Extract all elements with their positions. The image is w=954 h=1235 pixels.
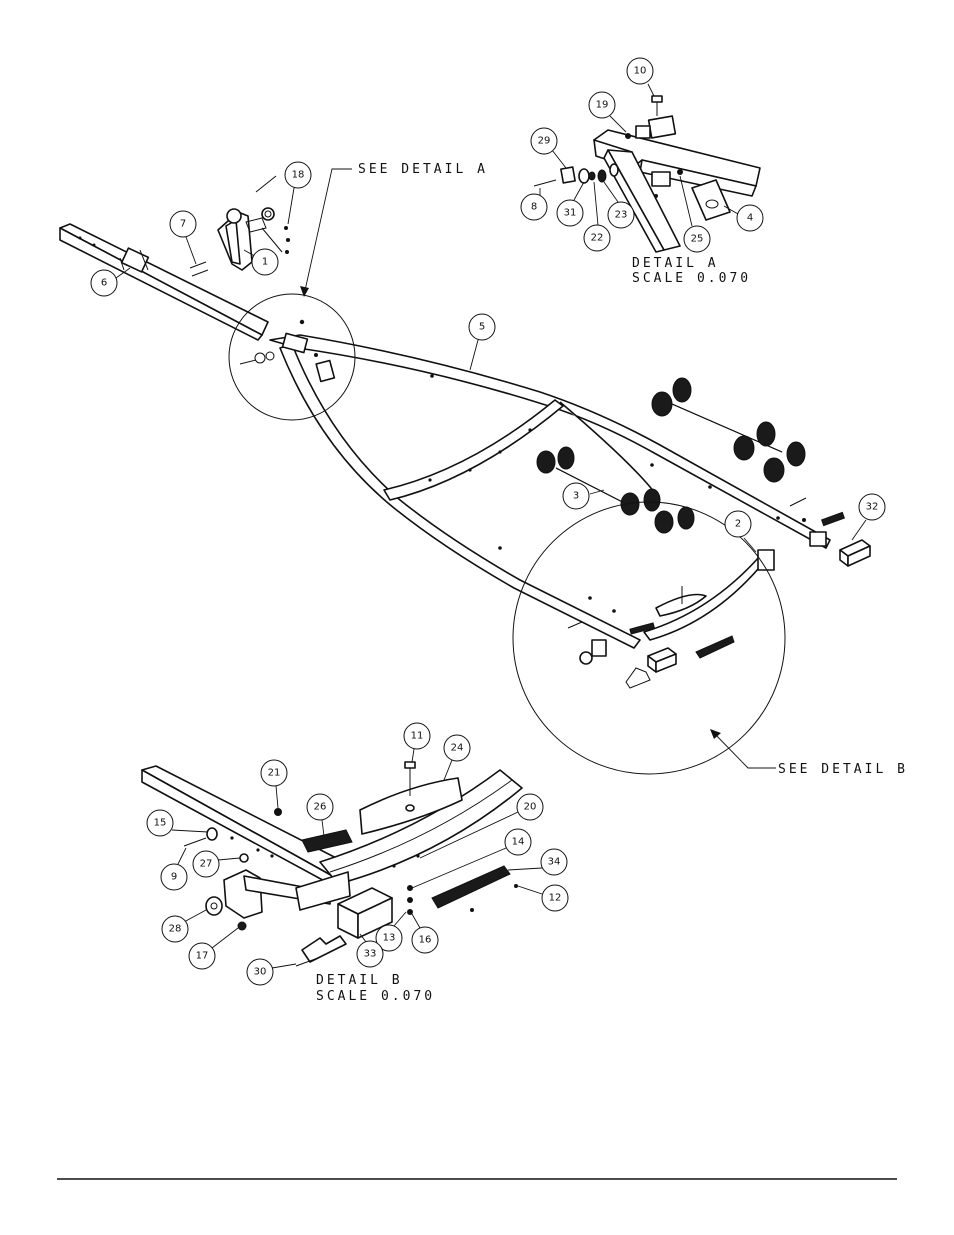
callout-10: 10 bbox=[626, 57, 655, 97]
callout-5: 5 bbox=[468, 313, 496, 371]
svg-text:26: 26 bbox=[314, 802, 327, 813]
callout-25: 25 bbox=[679, 175, 711, 253]
roller-axle-rear bbox=[651, 377, 806, 483]
see-detail-b-label: SEE DETAIL B bbox=[778, 762, 908, 777]
svg-text:20: 20 bbox=[524, 802, 537, 813]
callout-3: 3 bbox=[562, 482, 605, 510]
callout-13: 13 bbox=[375, 911, 407, 952]
detail-b-title: DETAIL B bbox=[316, 973, 403, 988]
callout-6: 6 bbox=[90, 267, 131, 297]
callout-20: 20 bbox=[419, 793, 544, 859]
callout-11: 11 bbox=[403, 722, 431, 763]
svg-text:17: 17 bbox=[196, 951, 209, 962]
svg-text:15: 15 bbox=[154, 818, 167, 829]
svg-text:3: 3 bbox=[573, 491, 579, 502]
see-detail-b-leader: SEE DETAIL B bbox=[710, 729, 908, 777]
callout-14: 14 bbox=[411, 828, 532, 889]
callout-30: 30 bbox=[246, 958, 297, 986]
callout-31: 31 bbox=[556, 181, 585, 227]
svg-text:29: 29 bbox=[538, 136, 551, 147]
callout-24: 24 bbox=[443, 734, 471, 781]
svg-text:11: 11 bbox=[411, 731, 424, 742]
svg-text:14: 14 bbox=[512, 837, 525, 848]
svg-text:30: 30 bbox=[254, 967, 267, 978]
detail-a-scale: SCALE 0.070 bbox=[632, 271, 751, 286]
callout-19: 19 bbox=[588, 91, 627, 133]
detail-b-drawing bbox=[141, 761, 523, 967]
svg-text:1: 1 bbox=[262, 257, 268, 268]
svg-text:7: 7 bbox=[180, 219, 186, 230]
detail-b-scale: SCALE 0.070 bbox=[316, 989, 435, 1004]
svg-text:8: 8 bbox=[531, 202, 537, 213]
svg-text:27: 27 bbox=[200, 859, 213, 870]
svg-text:23: 23 bbox=[615, 210, 628, 221]
callout-16: 16 bbox=[411, 913, 439, 954]
rear-right-hardware bbox=[789, 497, 871, 567]
svg-text:34: 34 bbox=[548, 857, 561, 868]
see-detail-a-label: SEE DETAIL A bbox=[358, 162, 488, 177]
detail-a-circle bbox=[228, 293, 356, 421]
callout-34: 34 bbox=[507, 848, 568, 876]
svg-text:21: 21 bbox=[268, 768, 281, 779]
callout-2: 2 bbox=[724, 510, 757, 553]
tongue-tube bbox=[59, 223, 269, 341]
svg-text:16: 16 bbox=[419, 935, 432, 946]
svg-text:2: 2 bbox=[735, 519, 741, 530]
callout-1: 1 bbox=[243, 248, 279, 276]
callout-9: 9 bbox=[160, 847, 188, 891]
rear-bunk bbox=[567, 549, 775, 689]
svg-text:10: 10 bbox=[634, 66, 647, 77]
callout-22: 22 bbox=[583, 181, 611, 252]
detail-a-title: DETAIL A bbox=[632, 256, 719, 271]
svg-text:28: 28 bbox=[169, 924, 182, 935]
svg-text:5: 5 bbox=[479, 322, 485, 333]
callout-7: 7 bbox=[169, 210, 197, 265]
callout-15: 15 bbox=[146, 809, 209, 837]
callout-18: 18 bbox=[284, 161, 312, 225]
svg-text:25: 25 bbox=[691, 234, 704, 245]
svg-text:13: 13 bbox=[383, 933, 396, 944]
callout-17: 17 bbox=[188, 927, 239, 970]
callout-4: 4 bbox=[723, 204, 764, 232]
svg-text:33: 33 bbox=[364, 949, 377, 960]
svg-text:19: 19 bbox=[596, 100, 609, 111]
svg-text:31: 31 bbox=[564, 208, 577, 219]
svg-text:6: 6 bbox=[101, 278, 107, 289]
svg-text:32: 32 bbox=[866, 502, 879, 513]
svg-text:18: 18 bbox=[292, 170, 305, 181]
svg-text:22: 22 bbox=[591, 233, 604, 244]
callout-32: 32 bbox=[851, 493, 886, 541]
roller-axle-front bbox=[536, 446, 695, 534]
frame-rails bbox=[269, 334, 831, 649]
callout-33: 33 bbox=[356, 933, 384, 968]
svg-text:12: 12 bbox=[549, 893, 562, 904]
svg-text:24: 24 bbox=[451, 743, 464, 754]
callout-29: 29 bbox=[530, 127, 567, 169]
callout-12: 12 bbox=[517, 884, 569, 912]
svg-text:9: 9 bbox=[171, 872, 177, 883]
bow-hardware bbox=[239, 319, 336, 383]
detail-b-circle bbox=[512, 501, 786, 775]
callout-27: 27 bbox=[192, 850, 241, 878]
detail-a-drawing bbox=[533, 95, 761, 253]
see-detail-a-leader: SEE DETAIL A bbox=[300, 162, 488, 297]
callout-8: 8 bbox=[520, 188, 548, 221]
callout-28: 28 bbox=[161, 909, 207, 943]
callout-23: 23 bbox=[603, 181, 635, 229]
svg-text:4: 4 bbox=[747, 213, 753, 224]
callout-26: 26 bbox=[306, 793, 334, 837]
callout-21: 21 bbox=[260, 759, 288, 809]
main-assembly bbox=[59, 175, 871, 689]
